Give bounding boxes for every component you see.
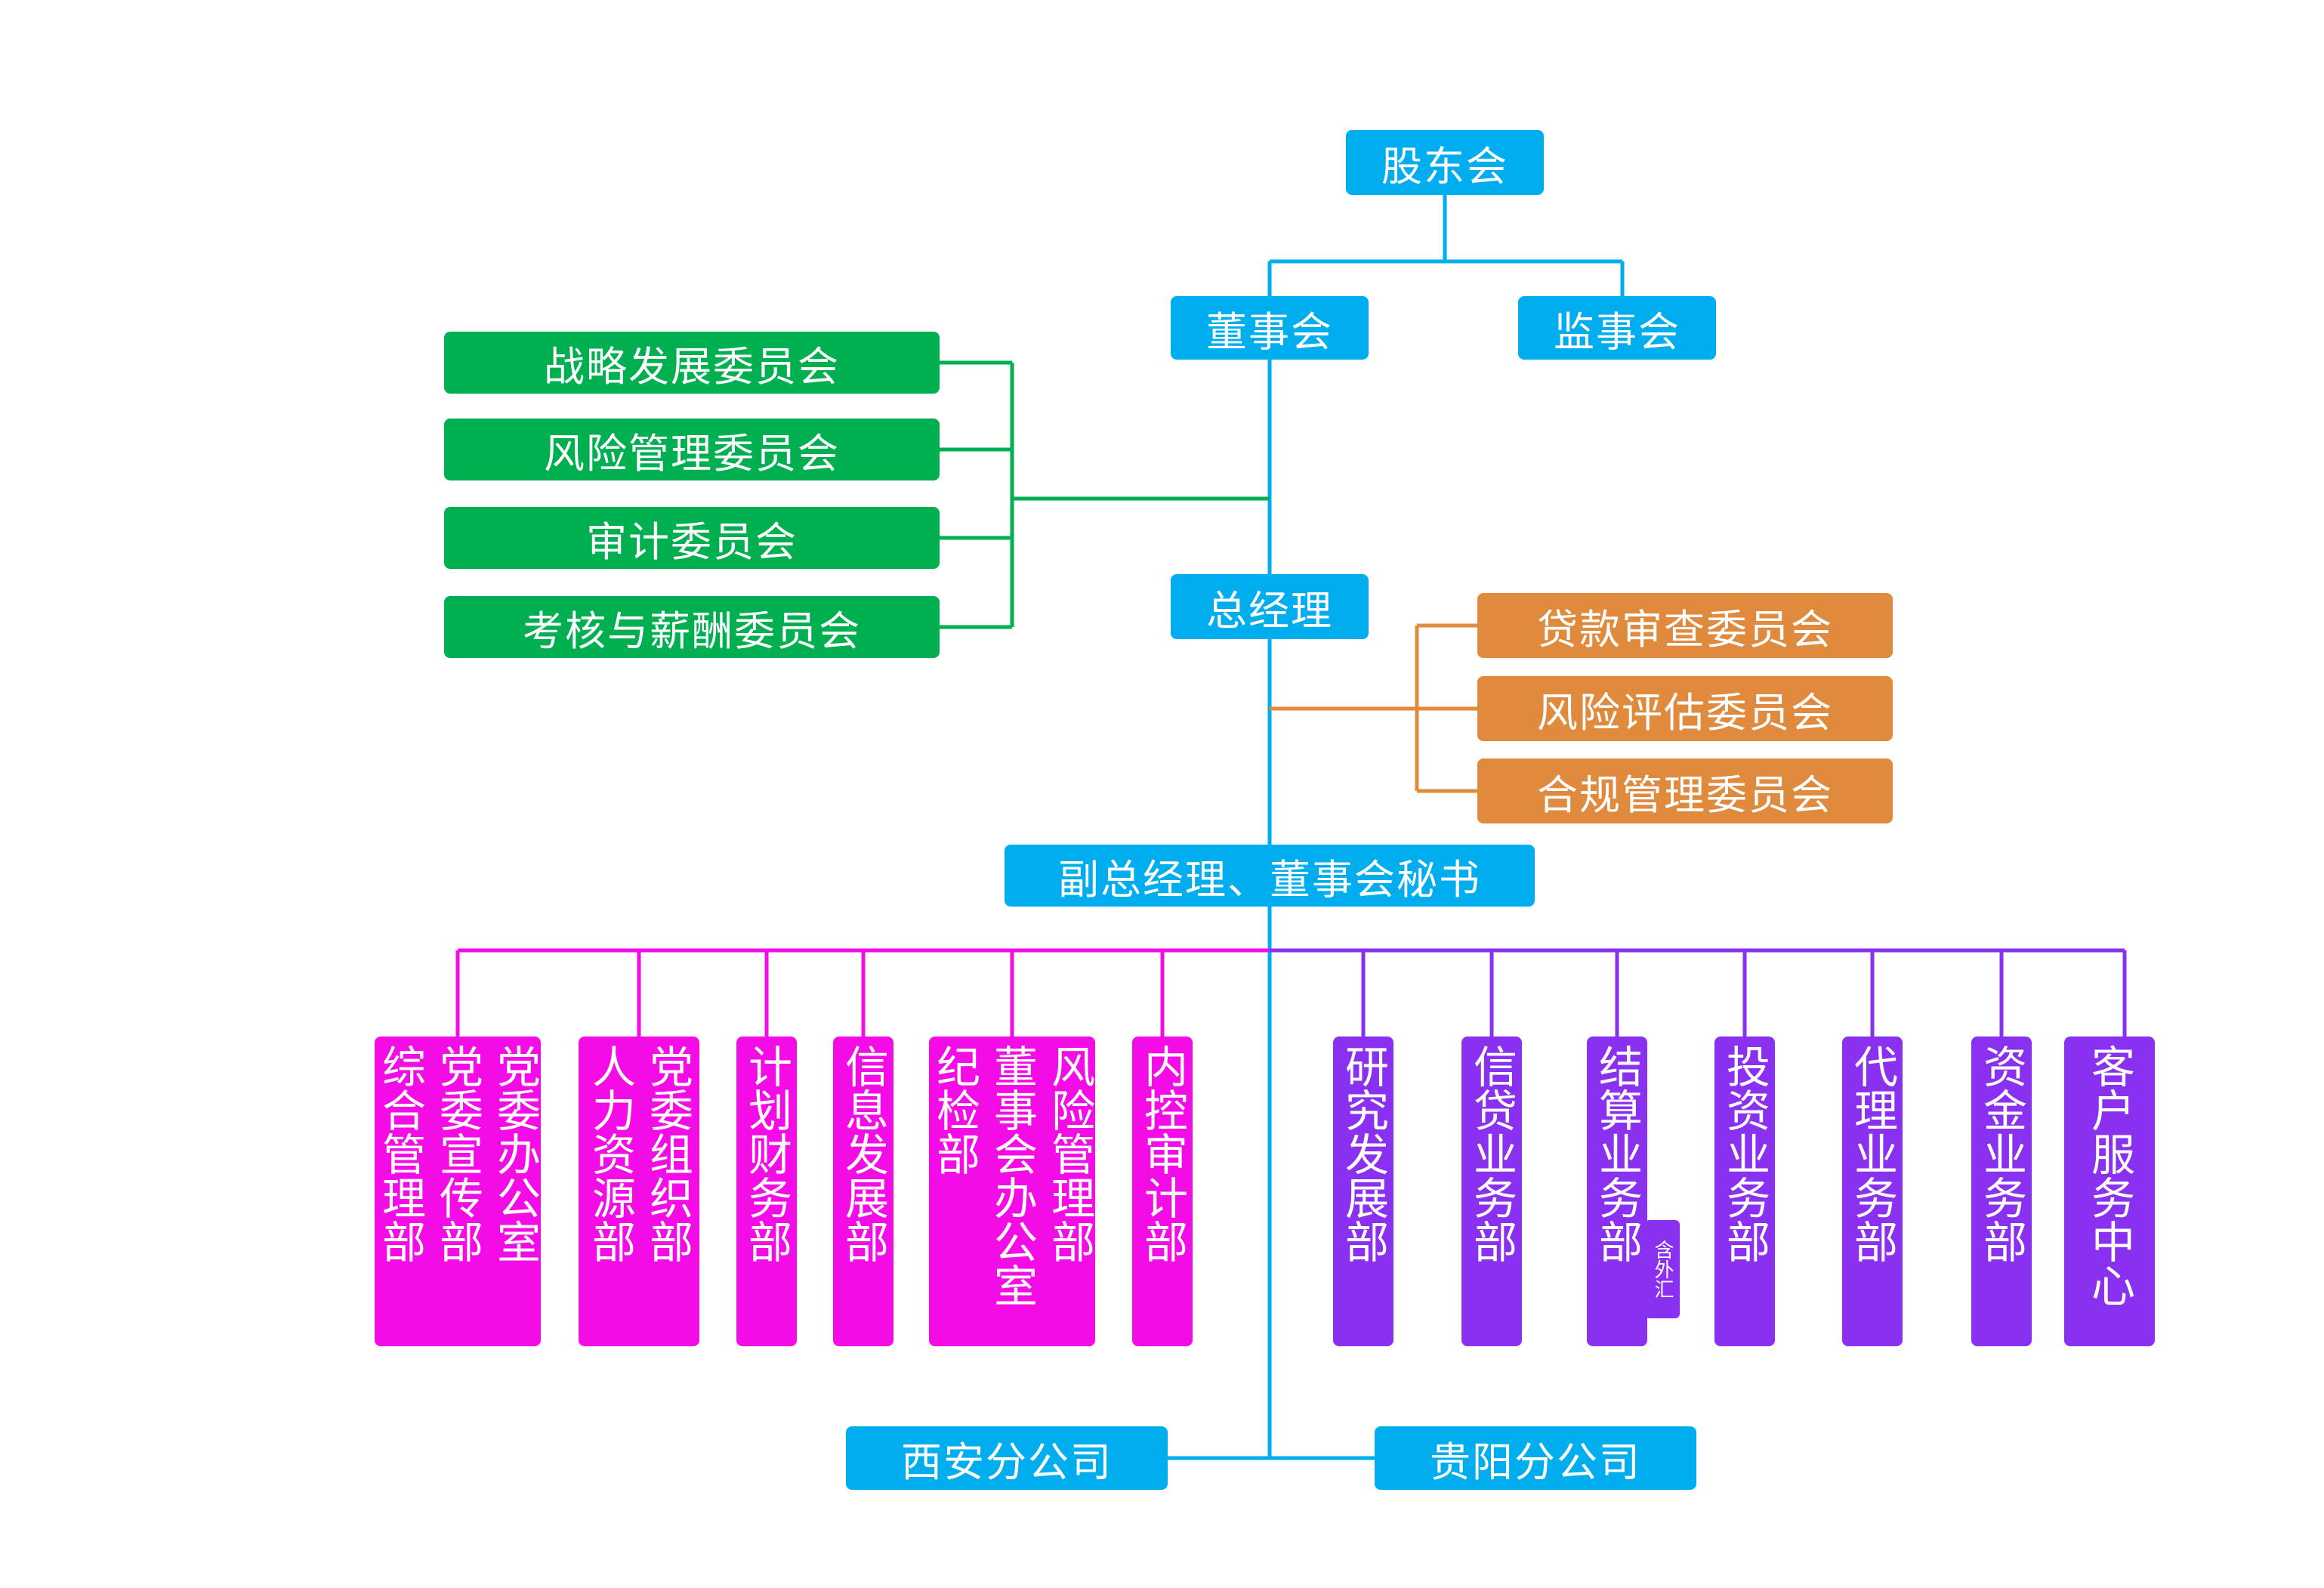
department-label: 党委宣传部 xyxy=(432,1044,483,1263)
deputy-gm-box: 副总经理、董事会秘书 xyxy=(1005,845,1535,907)
board-committee-box: 战略发展委员会 xyxy=(444,332,940,394)
department-note-label: 含外汇 xyxy=(1651,1240,1674,1299)
board-box: 董事会 xyxy=(1171,296,1369,360)
department-label: 纪检部 xyxy=(929,1044,980,1176)
department-note-tag: 含外汇 xyxy=(1645,1220,1680,1318)
board-committee-box: 考核与薪酬委员会 xyxy=(444,596,940,658)
department-box: 结算业务部 xyxy=(1587,1037,1647,1346)
gm-committee-label: 贷款审查委员会 xyxy=(1537,605,1833,653)
department-label: 结算业务部 xyxy=(1591,1044,1643,1263)
gm-committee-label: 风险评估委员会 xyxy=(1537,688,1833,737)
board-committee-label: 考核与薪酬委员会 xyxy=(523,607,861,655)
deputy-gm-label: 副总经理、董事会秘书 xyxy=(1058,855,1481,904)
department-label: 党委组织部 xyxy=(642,1044,693,1263)
department-label-group: 党委组织部 人力资源部 xyxy=(582,1044,696,1263)
department-box: 党委办公室 党委宣传部 综合管理部 xyxy=(375,1037,541,1346)
department-label-group: 风险管理部 董事会办公室 纪检部 xyxy=(926,1044,1098,1307)
department-label: 风险管理部 xyxy=(1044,1044,1095,1263)
department-label: 党委办公室 xyxy=(489,1044,541,1263)
department-box: 代理业务部 xyxy=(1842,1037,1903,1346)
department-label: 客户服务中心 xyxy=(2084,1044,2135,1307)
branch-label: 西安分公司 xyxy=(901,1438,1113,1486)
supervisors-box: 监事会 xyxy=(1518,296,1716,360)
gm-committee-label: 合规管理委员会 xyxy=(1537,771,1833,819)
branch-box: 西安分公司 xyxy=(846,1426,1168,1490)
gm-box: 总经理 xyxy=(1171,574,1369,639)
board-committee-label: 战略发展委员会 xyxy=(544,342,840,391)
branch-label: 贵阳分公司 xyxy=(1430,1438,1641,1486)
branch-box: 贵阳分公司 xyxy=(1375,1426,1696,1490)
department-box: 风险管理部 董事会办公室 纪检部 xyxy=(929,1037,1095,1346)
department-box: 投资业务部 xyxy=(1714,1037,1775,1346)
department-box: 党委组织部 人力资源部 xyxy=(579,1037,699,1346)
department-label: 人力资源部 xyxy=(585,1044,636,1263)
board-label: 董事会 xyxy=(1206,307,1333,356)
department-label: 信贷业务部 xyxy=(1466,1044,1517,1263)
shareholders-box: 股东会 xyxy=(1346,130,1544,195)
board-committee-label: 审计委员会 xyxy=(586,517,798,566)
gm-label: 总经理 xyxy=(1206,586,1333,635)
department-box: 研究发展部 xyxy=(1333,1037,1393,1346)
board-committee-box: 风险管理委员会 xyxy=(444,419,940,480)
department-box: 信贷业务部 xyxy=(1461,1037,1522,1346)
department-box: 资金业务部 xyxy=(1971,1037,2032,1346)
department-label: 综合管理部 xyxy=(375,1044,426,1263)
department-label: 内控审计部 xyxy=(1137,1044,1188,1263)
department-label-group: 党委办公室 党委宣传部 综合管理部 xyxy=(372,1044,544,1263)
board-committee-label: 风险管理委员会 xyxy=(544,429,840,477)
department-box: 计划财务部 xyxy=(736,1037,797,1346)
department-label: 信息发展部 xyxy=(838,1044,889,1263)
supervisors-label: 监事会 xyxy=(1554,307,1681,356)
board-committee-box: 审计委员会 xyxy=(444,507,940,569)
gm-committee-box: 合规管理委员会 xyxy=(1477,758,1893,823)
department-box: 信息发展部 xyxy=(833,1037,893,1346)
department-label: 董事会办公室 xyxy=(986,1044,1038,1307)
department-label: 计划财务部 xyxy=(741,1044,792,1263)
department-label: 代理业务部 xyxy=(1847,1044,1898,1263)
gm-committee-box: 风险评估委员会 xyxy=(1477,676,1893,741)
department-box: 内控审计部 xyxy=(1132,1037,1193,1346)
shareholders-label: 股东会 xyxy=(1381,142,1508,190)
department-box: 客户服务中心 xyxy=(2064,1037,2155,1346)
department-label: 投资业务部 xyxy=(1719,1044,1770,1263)
department-label: 研究发展部 xyxy=(1338,1044,1389,1263)
gm-committee-box: 贷款审查委员会 xyxy=(1477,593,1893,658)
department-label: 资金业务部 xyxy=(1976,1044,2027,1263)
